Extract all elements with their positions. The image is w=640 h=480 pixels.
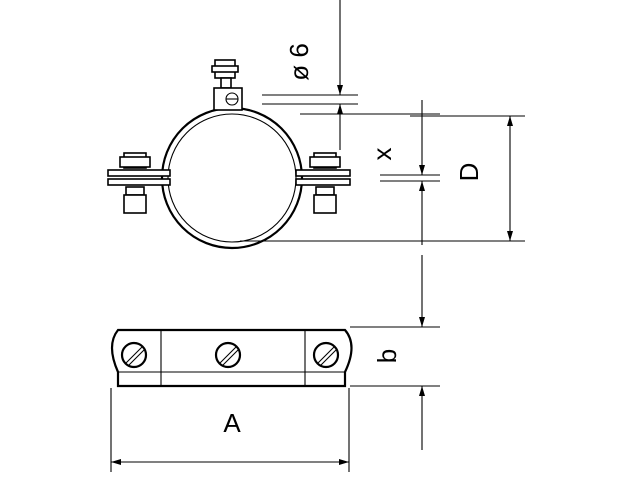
label-hole-diameter: ø 6 bbox=[284, 43, 314, 81]
strap-outline bbox=[110, 328, 353, 388]
top-nut bbox=[211, 59, 243, 111]
clamp-front-view bbox=[107, 59, 351, 250]
dimension-x: x bbox=[300, 100, 440, 245]
dimension-D: D bbox=[240, 115, 525, 242]
dimension-A: A bbox=[110, 388, 350, 472]
clamp-ring-outer bbox=[160, 106, 304, 250]
screw-left bbox=[120, 341, 148, 369]
right-ear bbox=[295, 152, 351, 214]
screw-center bbox=[214, 341, 242, 369]
clamp-ring-inner bbox=[167, 113, 297, 243]
screw-right bbox=[312, 341, 340, 369]
left-ear bbox=[107, 152, 171, 214]
label-D: D bbox=[454, 163, 484, 182]
label-b: b bbox=[372, 349, 402, 363]
dimension-b: b bbox=[350, 255, 440, 450]
clamp-top-view bbox=[110, 328, 353, 388]
label-x: x bbox=[367, 148, 397, 161]
label-A: A bbox=[223, 408, 241, 438]
dimension-hole-diameter: ø 6 bbox=[262, 0, 358, 150]
